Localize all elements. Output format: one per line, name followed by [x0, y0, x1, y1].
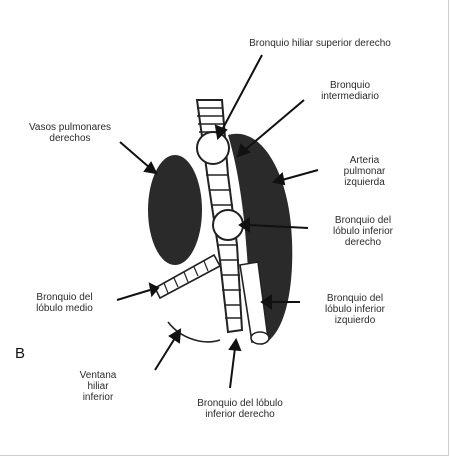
- label-bronquio-hiliar-superior: Bronquio hiliar superior derecho: [205, 38, 435, 49]
- middle-lobe-bronchus-shape: [155, 255, 220, 298]
- label-ventana-hiliar: Ventana hiliar inferior: [48, 370, 148, 403]
- label-bronquio-lobulo-inferior-derecho: Bronquio del lóbulo inferior derecho: [308, 215, 418, 248]
- label-bronquio-lobulo-inferior-izquierdo: Bronquio del lóbulo inferior izquierdo: [300, 293, 410, 326]
- label-arteria-pulmonar: Arteria pulmonar izquierda: [322, 155, 407, 188]
- label-vasos-pulmonares: Vasos pulmonares derechos: [10, 122, 130, 144]
- label-bronquio-lobulo-inferior-derecho-bottom: Bronquio del lóbulo inferior derecho: [170, 398, 310, 420]
- label-bronquio-intermediario: Bronquio intermediario: [295, 80, 405, 102]
- upper-bronchus-opening: [197, 132, 229, 164]
- label-bronquio-lobulo-medio: Bronquio del lóbulo medio: [12, 292, 117, 314]
- panel-letter: B: [15, 345, 25, 362]
